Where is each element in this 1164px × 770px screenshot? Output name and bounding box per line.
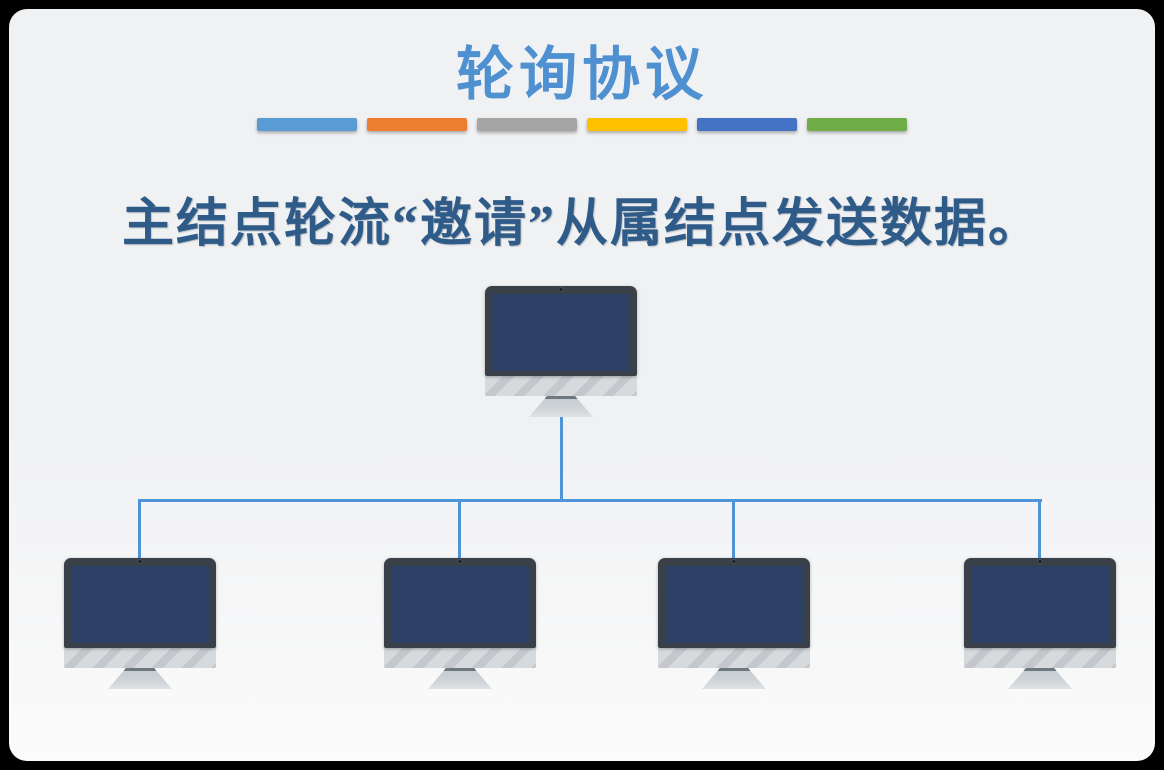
monitor-stand xyxy=(108,668,172,689)
polling-topology-diagram xyxy=(9,9,1155,761)
connector-bus-to-slave-2 xyxy=(458,499,461,559)
connector-bus-to-slave-3 xyxy=(732,499,735,559)
slave-node-3-computer xyxy=(658,558,810,689)
monitor-stand xyxy=(428,668,492,689)
monitor-chin xyxy=(64,648,216,668)
slide-title: 轮询协议 xyxy=(455,42,708,107)
slave-node-2-computer xyxy=(384,558,536,689)
slave-node-1-computer xyxy=(64,558,216,689)
connector-bus-to-slave-1 xyxy=(138,499,141,559)
monitor-stand xyxy=(702,668,766,689)
monitor-bezel xyxy=(384,558,536,648)
monitor-chin xyxy=(485,376,637,396)
connector-bus-to-slave-4 xyxy=(1038,499,1041,559)
monitor-chin xyxy=(658,648,810,668)
master-node-computer xyxy=(485,286,637,417)
slave-node-4-computer xyxy=(964,558,1116,689)
connector-bus-line xyxy=(138,499,1042,502)
monitor-chin xyxy=(964,648,1116,668)
monitor-screen xyxy=(391,566,529,643)
camera-dot-icon xyxy=(731,559,737,564)
monitor-bezel xyxy=(485,286,637,376)
divider-dashes xyxy=(9,118,1155,131)
presentation-slide: 轮询协议 主结点轮流“邀请”从属结点发送数据。 xyxy=(9,9,1155,761)
connector-master-to-bus xyxy=(560,409,563,502)
monitor-screen xyxy=(665,566,803,643)
divider-dash-2 xyxy=(367,118,467,131)
camera-dot-icon xyxy=(1037,559,1043,564)
camera-dot-icon xyxy=(137,559,143,564)
camera-dot-icon xyxy=(558,287,564,292)
camera-dot-icon xyxy=(457,559,463,564)
monitor-bezel xyxy=(964,558,1116,648)
monitor-chin xyxy=(384,648,536,668)
divider-dash-4 xyxy=(587,118,687,131)
divider-dash-3 xyxy=(477,118,577,131)
monitor-screen xyxy=(492,294,630,371)
monitor-stand xyxy=(1008,668,1072,689)
monitor-stand xyxy=(529,396,593,417)
monitor-bezel xyxy=(658,558,810,648)
divider-dash-1 xyxy=(257,118,357,131)
monitor-screen xyxy=(71,566,209,643)
monitor-screen xyxy=(971,566,1109,643)
divider-dash-6 xyxy=(807,118,907,131)
slide-subtitle: 主结点轮流“邀请”从属结点发送数据。 xyxy=(121,196,1042,253)
divider-dash-5 xyxy=(697,118,797,131)
monitor-bezel xyxy=(64,558,216,648)
